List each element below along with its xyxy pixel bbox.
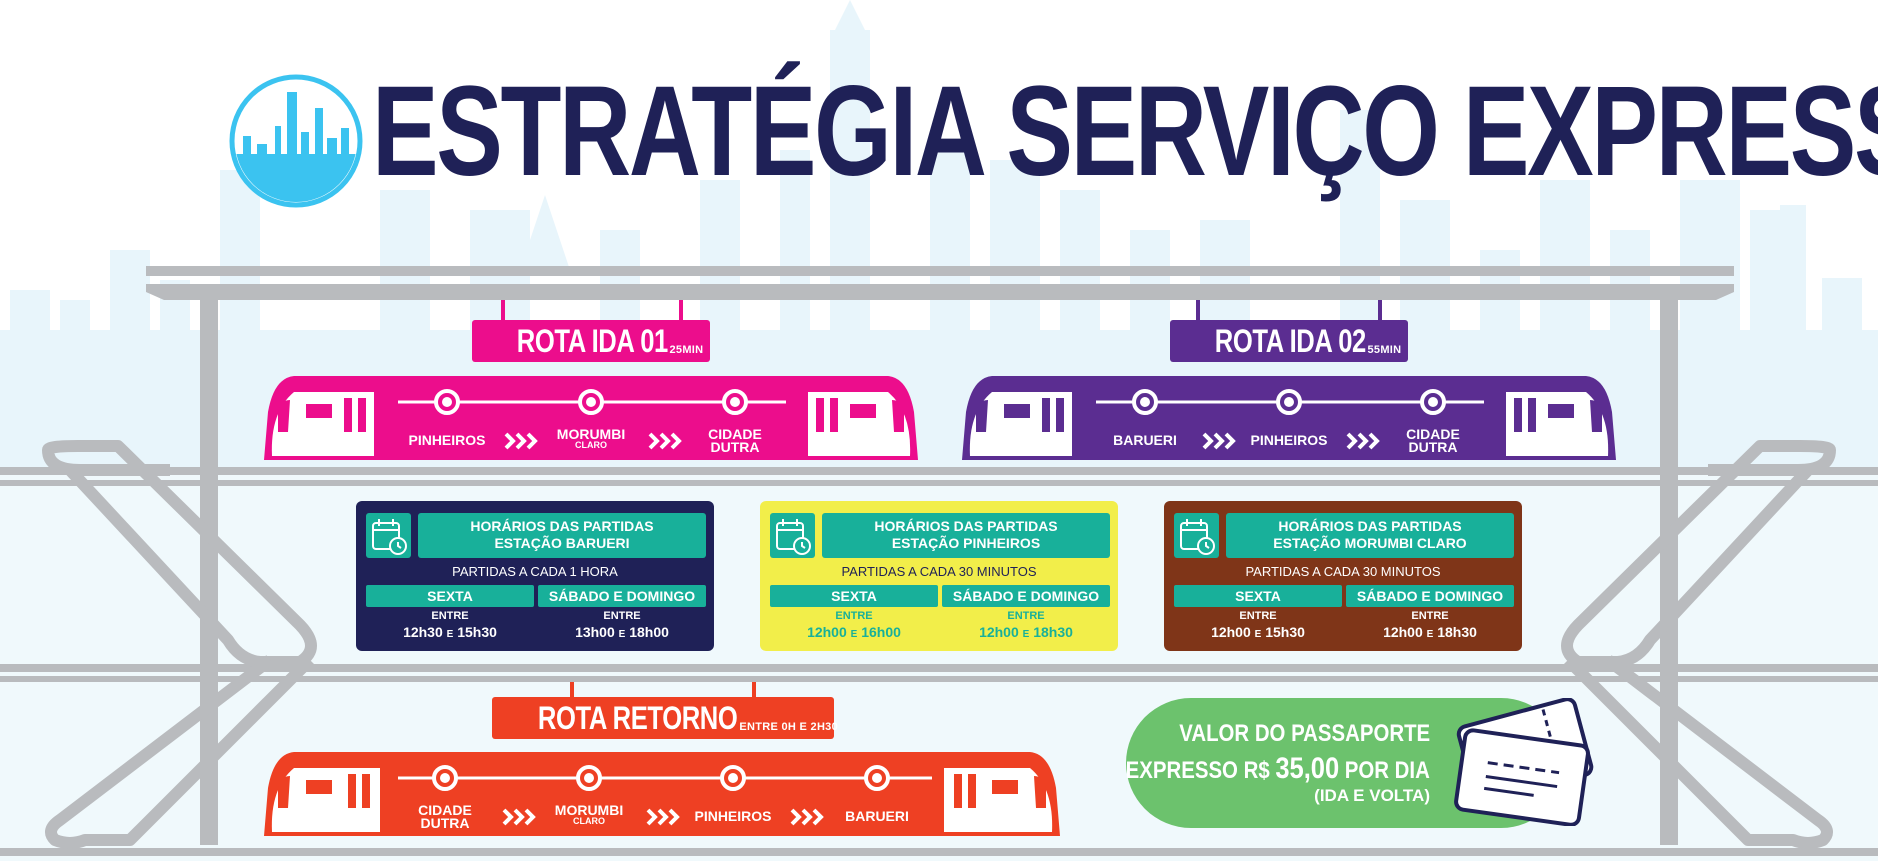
triple-chevron-icon	[504, 432, 682, 450]
time-range: 12h00 E 18h30	[1383, 624, 1477, 640]
schedule-frequency: PARTIDAS A CADA 30 MINUTOS	[1245, 564, 1441, 579]
route-retorno-name: ROTA RETORNO	[537, 700, 738, 736]
schedule-frequency: PARTIDAS A CADA 1 HORA	[452, 564, 618, 579]
between-label: ENTRE	[1007, 610, 1045, 622]
page-title: ESTRATÉGIA SERVIÇO EXPRESSO	[372, 60, 1878, 203]
route-ida2-sign: ROTA IDA 02 55MIN	[1170, 320, 1408, 362]
time-range: 13h00 E 18h00	[575, 624, 669, 640]
passport-line1: VALOR DO PASSAPORTE	[1179, 720, 1430, 747]
city-skyline-logo-icon	[229, 74, 363, 208]
between-label: ENTRE	[1411, 610, 1449, 622]
escalator-left-icon	[42, 440, 317, 849]
train-ida1	[264, 376, 918, 460]
route-ida2-name: ROTA IDA 02	[1214, 323, 1366, 359]
triple-chevron-icon	[502, 808, 824, 826]
day-label: SÁBADO E DOMINGO	[942, 585, 1110, 607]
stop-label: PINHEIROS	[408, 432, 486, 448]
triple-chevron-icon	[1202, 432, 1380, 450]
time-range: 12h00 E 16h00	[807, 624, 901, 640]
route-ida1-name: ROTA IDA 01	[516, 323, 668, 359]
passport-line2: EXPRESSO R$ 35,00 POR DIA	[1125, 752, 1430, 785]
calendar-clock-icon	[770, 513, 815, 558]
train-retorno	[264, 752, 1060, 836]
day-label: SÁBADO E DOMINGO	[538, 585, 706, 607]
route-retorno-duration: ENTRE 0H E 2H30	[739, 721, 839, 733]
stop-label: PINHEIROS	[694, 808, 772, 824]
train-ida2	[962, 376, 1616, 460]
day-label: SEXTA	[366, 585, 534, 607]
between-label: ENTRE	[603, 610, 641, 622]
route-ida1-sign: ROTA IDA 01 25MIN	[472, 320, 710, 362]
stop-label: PINHEIROS	[1250, 432, 1328, 448]
between-label: ENTRE	[431, 610, 469, 622]
escalator-right-icon	[1561, 440, 1836, 849]
day-label: SÁBADO E DOMINGO	[1346, 585, 1514, 607]
route-ida2-duration: 55MIN	[1367, 344, 1402, 356]
between-label: ENTRE	[1239, 610, 1277, 622]
stop-label: BARUERI	[1113, 432, 1177, 448]
passport-line3: (IDA E VOLTA)	[1314, 786, 1430, 805]
route-ida1-duration: 25MIN	[669, 344, 704, 356]
stop-label: BARUERI	[845, 808, 909, 824]
calendar-clock-icon	[1174, 513, 1219, 558]
time-range: 12h00 E 15h30	[1211, 624, 1305, 640]
route-retorno-sign: ROTA RETORNO ENTRE 0H E 2H30	[492, 697, 838, 739]
schedule-frequency: PARTIDAS A CADA 30 MINUTOS	[841, 564, 1037, 579]
calendar-clock-icon	[366, 513, 411, 558]
time-range: 12h30 E 15h30	[403, 624, 497, 640]
between-label: ENTRE	[835, 610, 873, 622]
ticket-icon	[1454, 698, 1594, 826]
day-label: SEXTA	[1174, 585, 1342, 607]
time-range: 12h00 E 18h30	[979, 624, 1073, 640]
day-label: SEXTA	[770, 585, 938, 607]
